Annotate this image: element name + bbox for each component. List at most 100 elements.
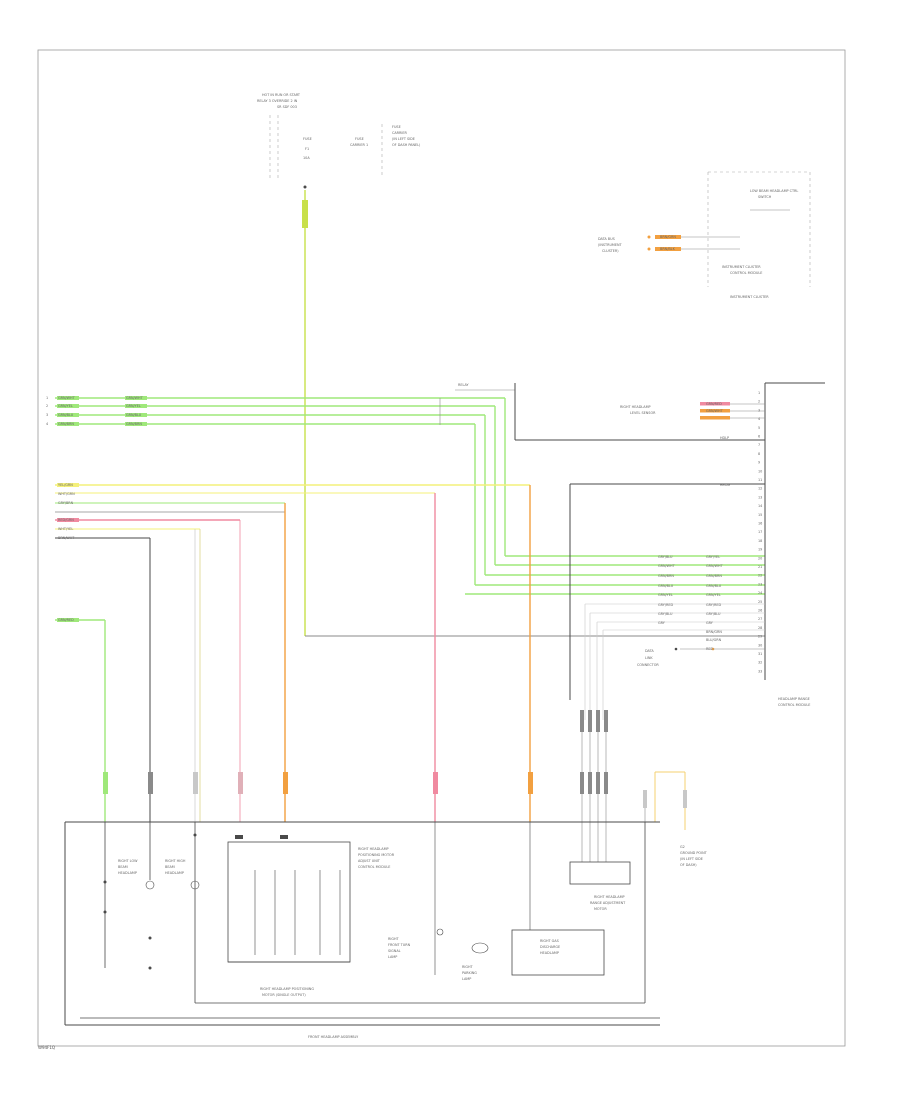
position-label-2: POSITIONING MOTOR xyxy=(358,853,395,857)
range-motor-label-2: MOTOR (SINGLE OUTPUT) xyxy=(262,993,306,997)
gas-label-2: DISCHARGE xyxy=(540,945,560,949)
module-pin-7: 7 xyxy=(758,443,760,447)
wire-label-l3: GRN/BLU xyxy=(58,413,74,417)
cluster-module-label-1: INSTRUMENT CLUSTER xyxy=(722,265,761,269)
module-wire-2: GRN/WHT xyxy=(706,409,724,413)
turn-label-3: SIGNAL xyxy=(388,949,401,953)
rw-a3: GRN/BRN xyxy=(658,574,674,578)
cluster-label: INSTRUMENT CLUSTER xyxy=(730,295,769,299)
module-pin-30: 30 xyxy=(758,643,762,647)
low-beam-3: HEADLAMP xyxy=(118,871,137,875)
fuse-block-3: (IN LEFT SIDE xyxy=(392,137,415,141)
rw-a2: GRN/WHT xyxy=(658,564,676,568)
module-label-2: CONTROL MODULE xyxy=(778,703,810,707)
diagram-frame xyxy=(37,49,846,1047)
data-link-3: CONNECTOR xyxy=(637,663,659,667)
module-pin-2: 2 xyxy=(758,400,760,404)
pin-l1: 1 xyxy=(46,396,48,400)
module-pin-14: 14 xyxy=(758,504,762,508)
module-pin-15: 15 xyxy=(758,513,762,517)
rw-a7: GRY/BLU xyxy=(658,612,673,616)
module-label-1: HEADLAMP RANGE xyxy=(778,697,810,701)
turn-label-1: RIGHT xyxy=(388,937,400,941)
left-wires: YEL/GRN WHT/GRN GRY/BRN RED/GRN WHT/YEL … xyxy=(55,483,531,822)
front-headlamp-assembly: FRONT HEADLAMP ASSEMBLY RIGHT LOW BEAM H… xyxy=(64,821,660,1039)
module-pin-32: 32 xyxy=(758,661,762,665)
fuse-info-2: CARRIER 1 xyxy=(350,143,368,147)
rw-a5: GRN/YEL xyxy=(658,593,673,597)
rw-b7: GRY/BLU xyxy=(706,612,721,616)
cluster-module-label-2: CONTROL MODULE xyxy=(730,271,762,275)
wire-label-lb2: GRN/YEL xyxy=(126,404,141,408)
data-link-1: DATA xyxy=(645,649,654,653)
module-pin-13: 13 xyxy=(758,495,762,499)
fuse-block-4: OF DASH PANEL) xyxy=(392,143,421,147)
module-pin-29: 29 xyxy=(758,635,762,639)
ground-label-3: (IN LEFT SIDE xyxy=(680,857,703,861)
headlamp-range-module: HEADLAMP RANGE CONTROL MODULE RIGHT HEAD… xyxy=(569,382,825,707)
parking-label-2: PARKING xyxy=(462,971,477,975)
position-label-1: RIGHT HEADLAMP xyxy=(358,847,389,851)
module-pin-23: 23 xyxy=(758,582,762,586)
module-pin-27: 27 xyxy=(758,617,762,621)
green-bus-wires: GRN/WHT GRN/YEL GRN/BLU GRN/BRN GRN/WHT … xyxy=(46,396,765,595)
module-pin-5: 5 xyxy=(758,426,760,430)
high-beam-1: RIGHT HIGH xyxy=(165,859,186,863)
wire-label-l8: RED/GRN xyxy=(58,518,74,522)
assembly-label: FRONT HEADLAMP ASSEMBLY xyxy=(308,1035,359,1039)
power-source-line-3: SR SDF 003 xyxy=(277,105,297,109)
footer-code: W94F1Q xyxy=(38,1045,56,1050)
rw-b8: GRY xyxy=(706,621,714,625)
cluster-wire-2: BRN/BLK xyxy=(660,247,676,251)
power-source-line-2: RELAY 3 OVERRIDE 2 IN xyxy=(257,99,298,103)
right-switch-label-1: RIGHT HEADLAMP xyxy=(620,405,651,409)
fuse-small-2: F1 xyxy=(305,147,309,151)
relay-label-top: RELAY xyxy=(458,383,470,387)
module-pin-4: 4 xyxy=(758,417,760,421)
module-pin-17: 17 xyxy=(758,530,762,534)
module-pin-9: 9 xyxy=(758,461,760,465)
power-source-line-1: HOT IN RUN OR START xyxy=(262,93,301,97)
module-pin-28: 28 xyxy=(758,626,762,630)
data-bus-label-3: CLUSTER) xyxy=(602,249,619,253)
right-switch-label-2: LEVEL SENSOR xyxy=(630,411,656,415)
gas-label-1: RIGHT GAS xyxy=(540,939,559,943)
data-link-2: LINK xyxy=(645,656,653,660)
wire-label-lb3: GRN/BLU xyxy=(126,413,142,417)
fuse-small-3: 10A xyxy=(303,156,310,160)
ground-label-2: GROUND POINT xyxy=(680,851,708,855)
high-beam-2: BEAM xyxy=(165,865,175,869)
gas-label-3: HEADLAMP xyxy=(540,951,559,955)
module-pin-24: 24 xyxy=(758,591,762,595)
data-bus-label-2: (INSTRUMENT xyxy=(598,243,623,247)
sensor-label-2: RANGE ADJUSTMENT xyxy=(590,901,626,905)
rw-b4: GRN/BLU xyxy=(706,584,722,588)
high-beam-3: HEADLAMP xyxy=(165,871,184,875)
pin-l4: 4 xyxy=(46,422,48,426)
cluster-wire-1: BRN/GRN xyxy=(660,235,676,239)
rw-b10: BLU/GRN xyxy=(706,638,722,642)
wire-label-l7: GRY/BRN xyxy=(58,501,74,505)
position-label-3: ADJUST UNIT xyxy=(358,859,381,863)
fuse-block-1: FUSE xyxy=(392,125,401,129)
turn-label-4: LAMP xyxy=(388,955,397,959)
fuse-small-1: FUSE xyxy=(303,137,312,141)
rw-b2: GRN/WHT xyxy=(706,564,724,568)
module-pin-16: 16 xyxy=(758,522,762,526)
rw-b3: GRN/BRN xyxy=(706,574,722,578)
module-pin-31: 31 xyxy=(758,652,762,656)
wire-label-l11: GRN/RED xyxy=(58,618,74,622)
rw-b5: GRN/YEL xyxy=(706,593,721,597)
module-pin-1: 1 xyxy=(758,391,760,395)
cluster-switch-label-1: LOW BEAM HEADLAMP CTRL xyxy=(750,189,798,193)
module-pin-20: 20 xyxy=(758,556,762,560)
rw-b1: GRY/YEL xyxy=(706,555,720,559)
module-pin-21: 21 xyxy=(758,565,762,569)
wire-label-lb1: GRN/WHT xyxy=(126,396,144,400)
data-bus-label-1: DATA BUS xyxy=(598,237,615,241)
power-source-block: HOT IN RUN OR START RELAY 3 OVERRIDE 2 I… xyxy=(257,93,421,189)
wire-label-l4: GRN/BRN xyxy=(58,422,74,426)
range-motor-label-1: RIGHT HEADLAMP POSITIONING xyxy=(260,987,314,991)
module-pin-numbers: 1234567891011121314151617181920212223242… xyxy=(758,391,762,673)
